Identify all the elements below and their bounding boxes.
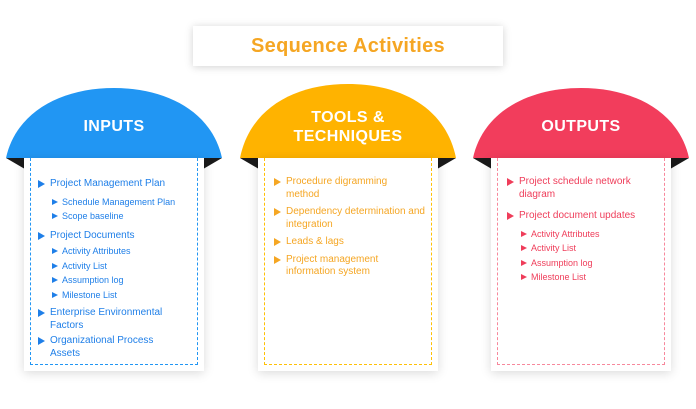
- list-item: Project management information system: [272, 254, 416, 279]
- tools-heading-line2: TECHNIQUES: [293, 128, 403, 145]
- list-item: Procedure digramming method: [272, 176, 406, 201]
- list-item: Leads & lags: [272, 236, 426, 249]
- list-item: Activity List: [519, 241, 661, 256]
- tools-column: TOOLS & TECHNIQUES Procedure digramming …: [240, 0, 456, 409]
- outputs-right-flap: [665, 158, 689, 172]
- inputs-column: INPUTS Project Management Plan Schedule …: [6, 0, 222, 409]
- list-item: Activity Attributes: [519, 227, 661, 242]
- list-item: Assumption log: [519, 256, 661, 271]
- list-item: Scope baseline: [50, 209, 196, 224]
- inputs-right-flap: [198, 158, 222, 172]
- outputs-card: Project schedule network diagram Project…: [491, 158, 671, 371]
- tools-heading-line1: TOOLS &: [311, 109, 385, 126]
- list-item: Project document updates Activity Attrib…: [505, 210, 661, 285]
- inputs-heading: INPUTS: [83, 118, 145, 135]
- list-item: Project schedule network diagram: [505, 176, 659, 201]
- tools-card: Procedure digramming method Dependency d…: [258, 158, 438, 371]
- tools-dome: [240, 84, 456, 172]
- list-item: Schedule Management Plan: [50, 195, 196, 210]
- list-item: Project Management Plan Schedule Managem…: [36, 178, 196, 224]
- list-item: Dependency determination and integration: [272, 206, 426, 231]
- outputs-heading: OUTPUTS: [541, 118, 621, 135]
- diagram-title: Sequence Activities: [193, 26, 503, 66]
- tools-right-flap: [432, 158, 456, 172]
- inputs-dome: [6, 88, 222, 172]
- list-item: Project Documents Activity Attributes Ac…: [36, 230, 196, 303]
- tools-heading: TOOLS & TECHNIQUES: [240, 108, 456, 146]
- inputs-card: Project Management Plan Schedule Managem…: [24, 158, 204, 371]
- list-item: Organizational Process Assets: [36, 335, 180, 360]
- list-item: Assumption log: [50, 273, 196, 288]
- list-item: Milestone List: [50, 288, 196, 303]
- list-item: Enterprise Environmental Factors: [36, 307, 180, 332]
- list-item: Milestone List: [519, 270, 661, 285]
- list-item: Activity Attributes: [50, 244, 196, 259]
- list-item: Activity List: [50, 259, 196, 274]
- outputs-column: OUTPUTS Project schedule network diagram…: [473, 0, 689, 409]
